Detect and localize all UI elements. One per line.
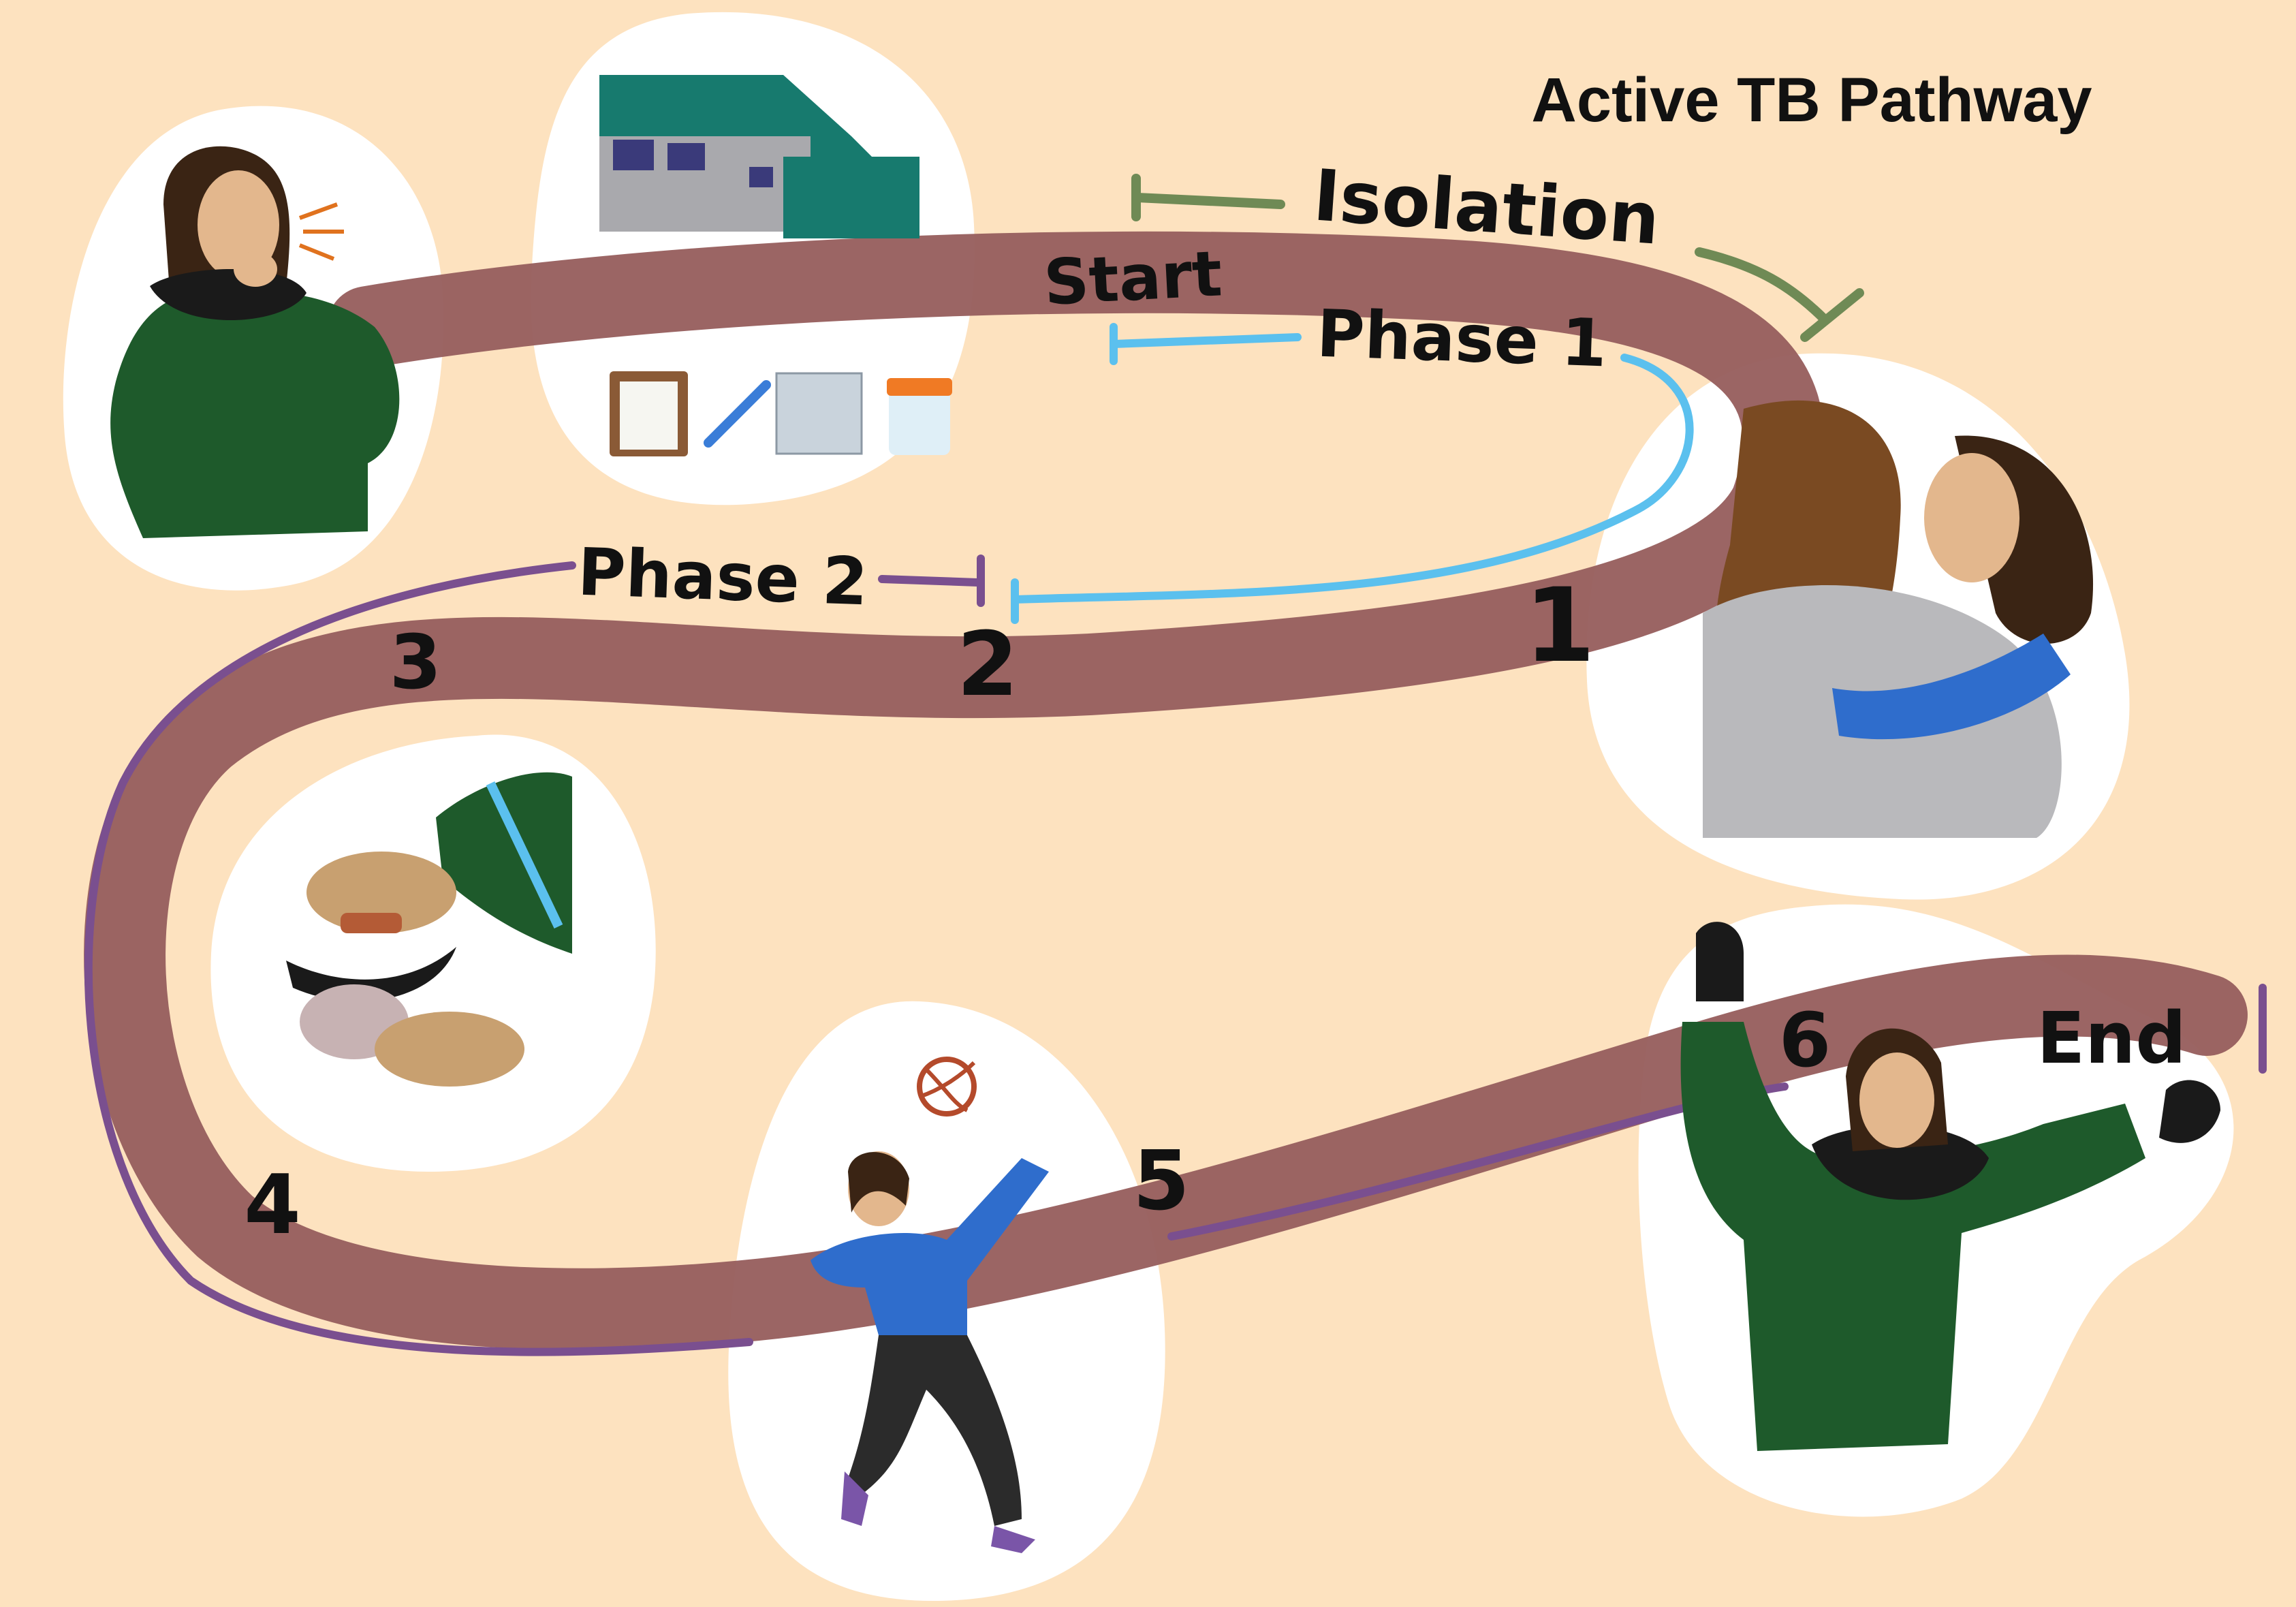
diagram-title: Active TB Pathway [1531, 65, 2092, 135]
volleyball-pants [848, 1335, 1022, 1526]
cough-marks [298, 202, 344, 261]
ulu-handle [341, 913, 402, 933]
person-coughing-illustration [110, 146, 400, 538]
label-phase2: Phase 2 [576, 534, 869, 621]
hug-face-right [1924, 453, 2019, 582]
phase2-line-loop [84, 561, 753, 1356]
phase1-line-loop [1011, 354, 1694, 604]
isolation-line [1131, 174, 1864, 342]
ulu-sleeve-trim [486, 781, 563, 929]
step-6: 6 [1779, 997, 1831, 1084]
celebrate-mitt-right [2159, 1080, 2220, 1143]
phase1-line-left [1110, 333, 1302, 348]
clinic-entrance [783, 157, 919, 238]
treatment-path [84, 231, 2248, 1350]
isolation-line-left [1133, 193, 1285, 209]
clinic-windows [613, 140, 773, 187]
ulu-hand-lower [375, 1012, 524, 1087]
phase1-line [1011, 323, 1694, 624]
ulu-blade [286, 947, 456, 1001]
ulu-hand-upper [306, 852, 456, 933]
volleyball-shoes [841, 1471, 1035, 1553]
volleyball-shirt [811, 1158, 1049, 1335]
isolation-cap-right [1800, 288, 1864, 342]
volleyball-icon [917, 1057, 977, 1117]
label-phase1: Phase 1 [1315, 296, 1608, 382]
person-celebrating-illustration [1680, 922, 2220, 1451]
coughing-parka [110, 291, 400, 538]
step-4: 4 [244, 1158, 301, 1253]
two-people-hugging-illustration [1703, 400, 2094, 838]
isolation-line-right [1695, 247, 1830, 325]
diagnostic-tests-illustration [610, 371, 952, 456]
hug-blue-sleeve [1832, 634, 2071, 740]
celebrate-mitt-left [1696, 922, 1744, 1001]
celebrate-face [1859, 1052, 1934, 1148]
coughing-hand [234, 251, 277, 287]
step-2: 2 [957, 612, 1018, 716]
syringe-icon [704, 380, 771, 448]
step-5: 5 [1133, 1134, 1190, 1229]
xray-icon [775, 372, 863, 455]
step-3: 3 [390, 619, 442, 706]
ulu-sleeve [436, 772, 572, 954]
label-start: Start [1042, 237, 1224, 319]
clinic-roof [599, 75, 892, 177]
sample-cup-icon [889, 387, 950, 455]
step-1: 1 [1524, 567, 1595, 685]
celebrate-parka [1680, 1022, 2145, 1451]
phase2-line-right [878, 575, 981, 587]
volleyball-player-illustration [811, 1057, 1049, 1553]
label-end: End [2036, 997, 2186, 1080]
clinic-building-illustration [599, 75, 919, 238]
hands-with-ulu-illustration [286, 772, 572, 1087]
